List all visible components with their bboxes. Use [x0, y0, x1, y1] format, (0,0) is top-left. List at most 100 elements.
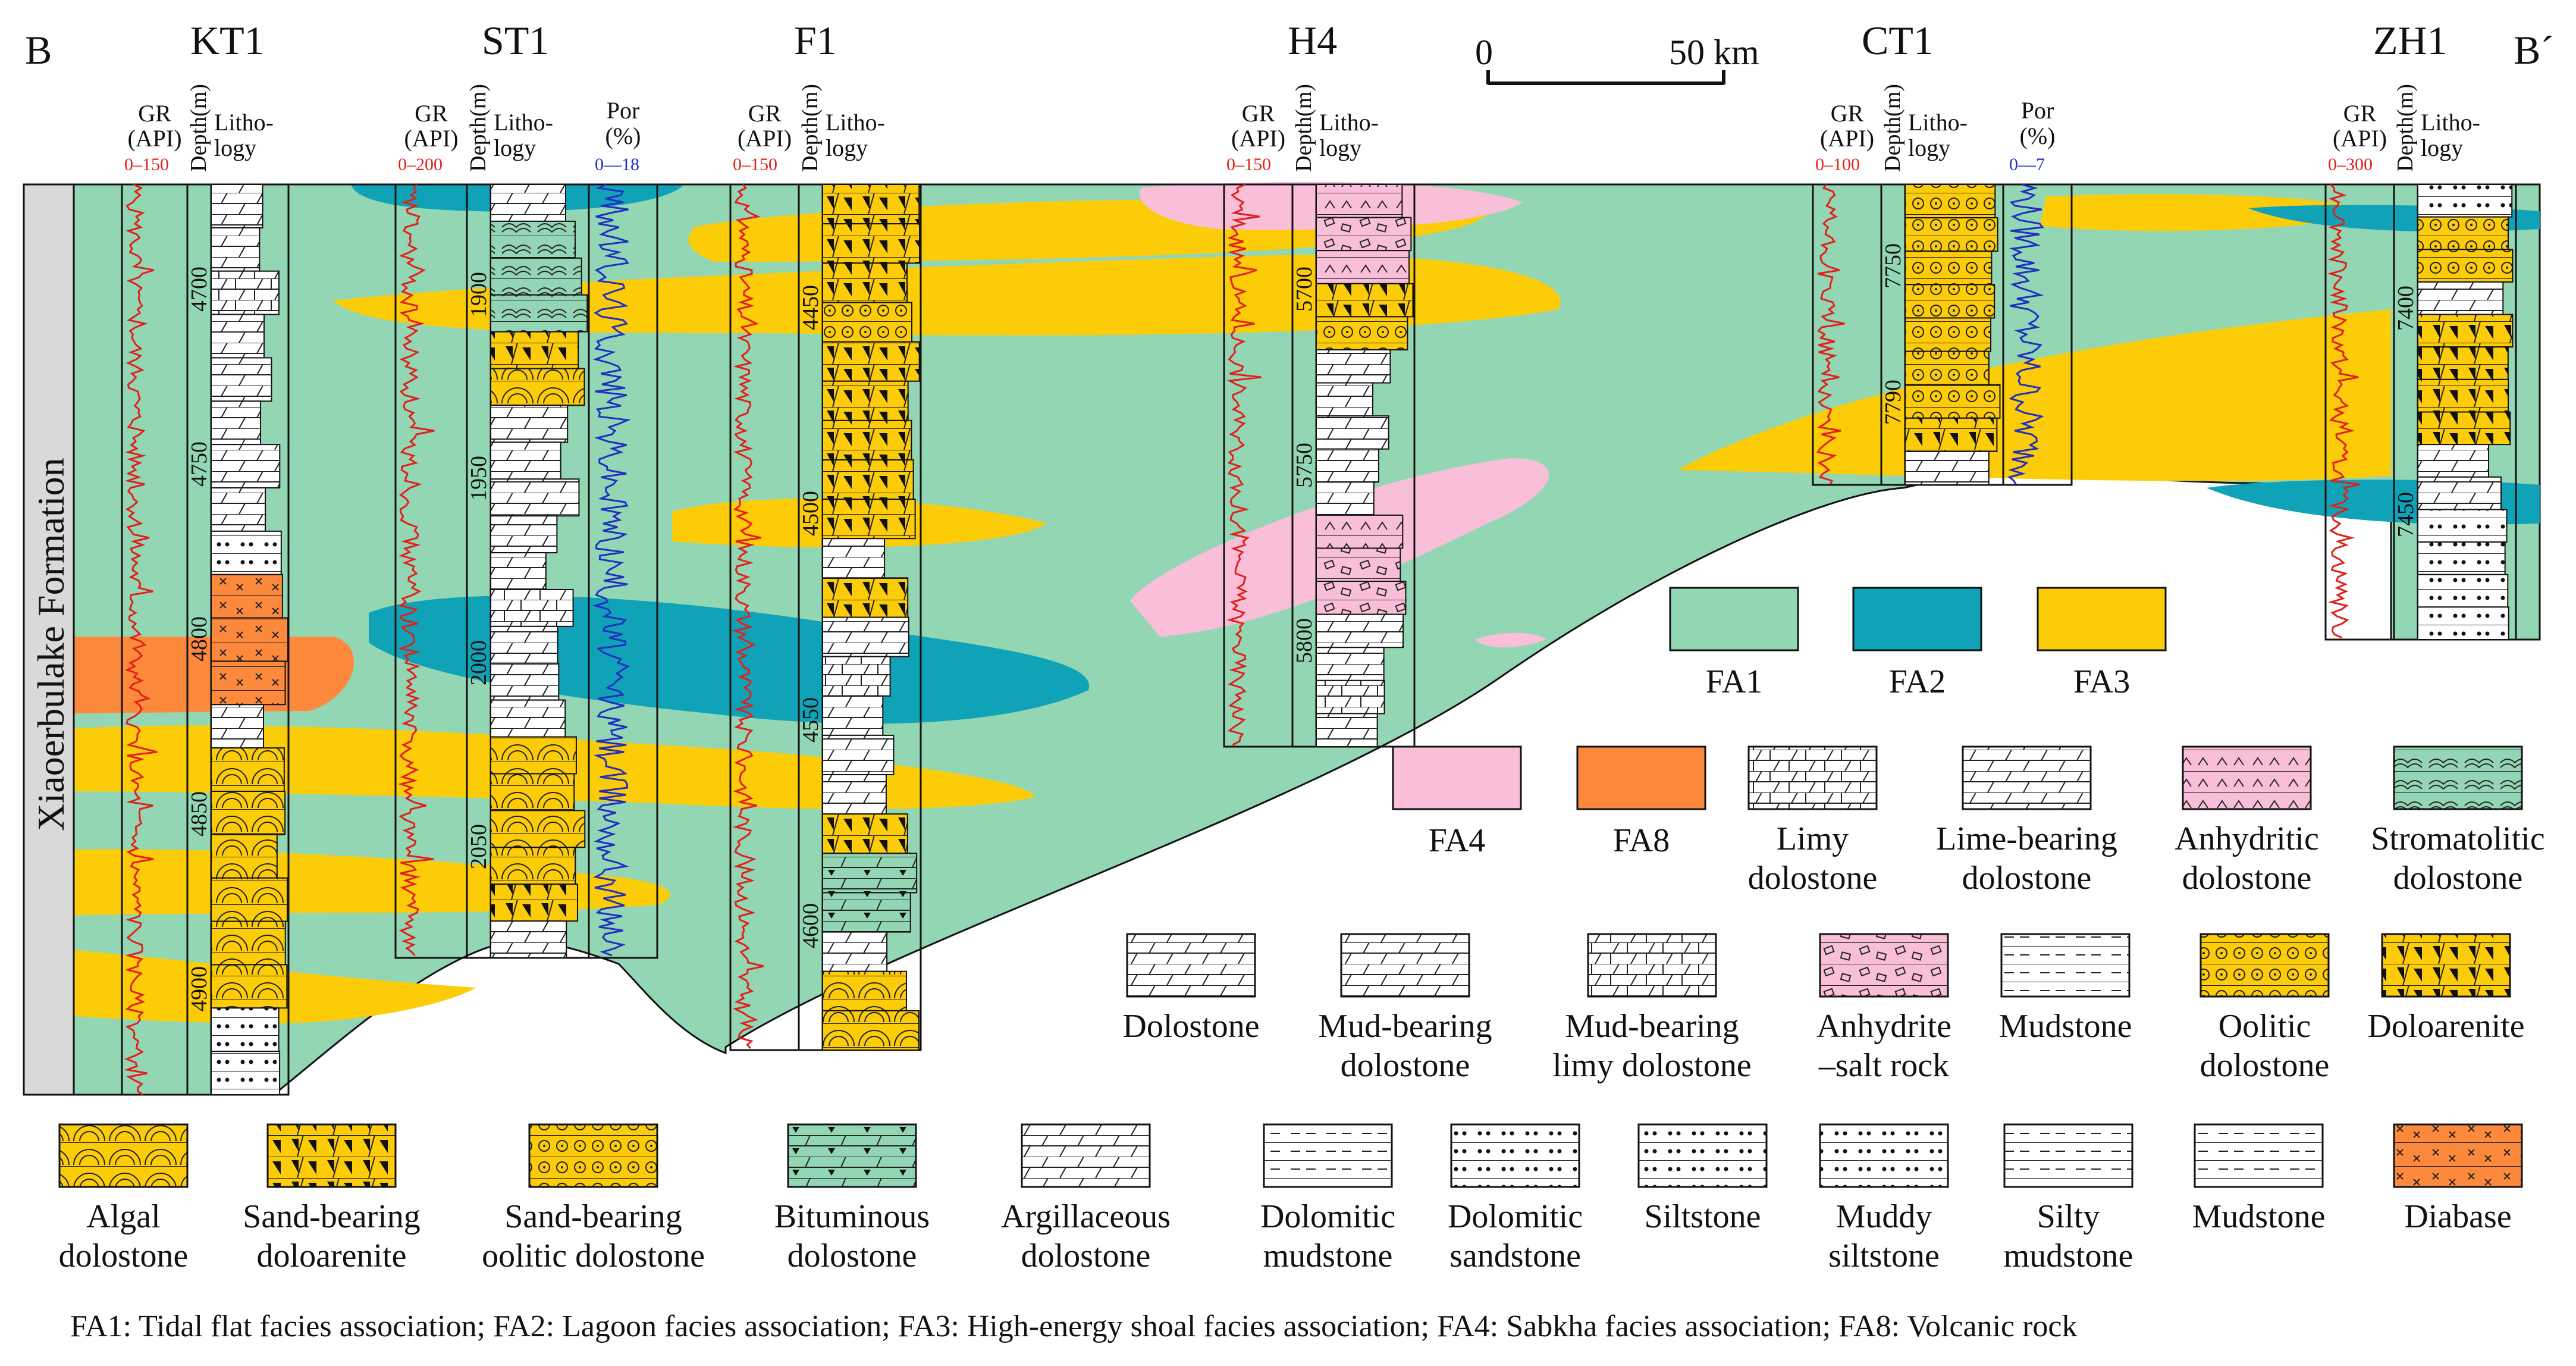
well-ct1-depth-7790: 7790 — [1881, 380, 1906, 425]
well-zh1-litho-label-1: Litho- — [2421, 109, 2480, 136]
legend-swatch-diabase — [2393, 1123, 2523, 1188]
well-f1-gr-curve — [732, 184, 764, 1049]
legend-label-dolomitic-mudstone-line2: mudstone — [1263, 1237, 1393, 1275]
legend-label-lime-bearing-dolostone-line2: dolostone — [1962, 860, 2092, 897]
well-h4 — [1223, 183, 1416, 748]
well-kt1-depth-4700: 4700 — [187, 266, 212, 312]
well-st1-por-unit: (%) — [605, 123, 641, 149]
legend-swatch-mudstone-2 — [2194, 1123, 2324, 1188]
well-ct1-gr-curve — [1816, 184, 1845, 485]
well-h4-depth-5700: 5700 — [1292, 267, 1317, 312]
well-ct1-litho-label-2: logy — [1908, 134, 1951, 161]
legend-label-diabase: Diabase — [2329, 1197, 2576, 1236]
well-kt1 — [121, 183, 290, 1096]
legend-label-siltstone-line1: Siltstone — [1644, 1198, 1761, 1235]
well-ct1-por-unit: (%) — [2019, 123, 2056, 149]
well-st1-depth-2050: 2050 — [466, 824, 491, 870]
legend-label-algal-dolostone-line1: Algal — [86, 1198, 161, 1235]
well-kt1-gr-scale: 0–150 — [124, 155, 169, 174]
formation-sidebar — [23, 183, 75, 1096]
well-kt1-depth-4800: 4800 — [187, 616, 212, 662]
legend-label-limy-dolostone-line2: dolostone — [1747, 860, 1878, 897]
well-st1-gr-label: GR — [415, 100, 448, 127]
well-h4-depth-5750: 5750 — [1292, 442, 1317, 488]
well-st1-depth-label: Depth(m) — [466, 84, 491, 172]
well-f1-depth-4500: 4500 — [798, 491, 823, 537]
well-h4-gr-curve — [1226, 183, 1262, 746]
legend-label-silty-mudstone-line1: Silty — [2037, 1198, 2100, 1235]
well-kt1-api-label: (API) — [127, 125, 182, 152]
well-f1-gr-scale: 0–150 — [733, 155, 777, 174]
legend-label-diabase-line1: Diabase — [2404, 1198, 2512, 1235]
legend-swatch-mud-bearing-limy-dolostone — [1587, 933, 1717, 998]
legend-label-sand-bearing-doloarenite-line1: Sand-bearing — [243, 1198, 421, 1235]
legend-swatch-stromatolitic-dolostone — [2393, 745, 2523, 810]
well-zh1-depth-7450: 7450 — [2393, 492, 2418, 538]
well-ct1-por-curve — [2007, 183, 2044, 485]
well-kt1-gr-label: GR — [138, 100, 171, 127]
legend-label-argillaceous-dolostone-line2: dolostone — [1021, 1237, 1151, 1275]
well-zh1-name: ZH1 — [2373, 18, 2448, 63]
well-zh1-lithology-column — [2417, 184, 2514, 640]
legend-swatch-anhydrite-salt-rock — [1819, 933, 1949, 998]
well-ct1-depth-label: Depth(m) — [1880, 84, 1906, 172]
well-h4-api-label: (API) — [1231, 125, 1286, 152]
well-st1-litho-label-2: logy — [494, 134, 536, 161]
legend-swatch-dolomitic-sandstone — [1450, 1123, 1580, 1188]
legend-label-anhydritic-dolostone-line2: dolostone — [2182, 860, 2312, 897]
well-kt1-name: KT1 — [190, 18, 265, 63]
legend-label-anhydrite-salt-rock-line2: –salt rock — [1818, 1047, 1950, 1085]
well-kt1-depth-label: Depth(m) — [186, 84, 212, 172]
legend-swatch-algal-dolostone — [58, 1123, 189, 1188]
well-kt1-gr-curve — [124, 183, 158, 1096]
legend-label-doloarenite-line1: Doloarenite — [2367, 1008, 2525, 1045]
well-ct1-api-label: (API) — [1819, 125, 1875, 152]
legend-swatch-fa4 — [1392, 745, 1522, 810]
scale-bar — [1486, 70, 1725, 85]
well-st1-depth-1900: 1900 — [466, 271, 491, 317]
well-kt1-litho-label-1: Litho- — [214, 109, 274, 136]
section-end-label: B´ — [2514, 27, 2554, 73]
legend-label-sand-bearing-doloarenite-line2: doloarenite — [256, 1237, 407, 1275]
legend-label-doloarenite: Doloarenite — [2317, 1007, 2575, 1046]
legend-label-sand-bearing-oolitic-dolostone-line2: oolitic dolostone — [482, 1237, 705, 1275]
well-ct1-gr-label: GR — [1830, 100, 1864, 127]
legend-label-mudstone-line1: Mudstone — [1998, 1008, 2132, 1045]
well-st1-por-label: Por — [606, 97, 640, 124]
legend-label-stromatolitic-dolostone-line2: dolostone — [2393, 860, 2523, 897]
well-f1-litho-label-2: logy — [826, 134, 868, 161]
well-ct1-litho-label-1: Litho- — [1908, 109, 1968, 136]
legend-swatch-fa3 — [2037, 587, 2167, 651]
legend-label-dolomitic-sandstone-line2: sandstone — [1449, 1237, 1581, 1275]
well-zh1-depth-7400: 7400 — [2393, 285, 2418, 331]
legend-swatch-mud-bearing-dolostone — [1340, 933, 1470, 998]
well-st1-por-scale: 0—18 — [595, 155, 639, 174]
well-st1-gr-scale: 0–200 — [398, 155, 443, 174]
well-f1-gr-label: GR — [748, 100, 782, 127]
legend-label-lime-bearing-dolostone-line1: Lime-bearing — [1936, 820, 2117, 857]
legend-label-dolostone: Dolostone — [1062, 1007, 1320, 1046]
well-zh1-litho-label-2: logy — [2421, 134, 2464, 161]
well-f1-depth-4450: 4450 — [798, 284, 823, 330]
legend-label-muddy-siltstone-line1: Muddy — [1835, 1198, 1932, 1235]
legend-label-anhydrite-salt-rock-line1: Anhydrite — [1816, 1008, 1952, 1045]
legend-label-mud-bearing-limy-dolostone-line2: limy dolostone — [1552, 1047, 1752, 1085]
well-h4-depth-label: Depth(m) — [1291, 84, 1317, 172]
well-st1-name: ST1 — [482, 18, 550, 63]
legend-label-oolitic-dolostone-line1: Oolitic — [2218, 1008, 2311, 1045]
legend-label-dolostone-line1: Dolostone — [1122, 1008, 1260, 1045]
well-zh1-depth-label: Depth(m) — [2393, 84, 2418, 172]
well-f1 — [729, 183, 922, 1051]
well-st1-depth-1950: 1950 — [466, 456, 491, 502]
well-h4-litho-label-1: Litho- — [1319, 109, 1379, 136]
well-zh1-api-label: (API) — [2332, 125, 2387, 152]
legend-label-anhydrite-salt-rock: Anhydrite–salt rock — [1755, 1007, 2013, 1085]
legend-label-fa4: FA4 — [1428, 822, 1486, 859]
legend-swatch-fa2 — [1852, 587, 1982, 651]
